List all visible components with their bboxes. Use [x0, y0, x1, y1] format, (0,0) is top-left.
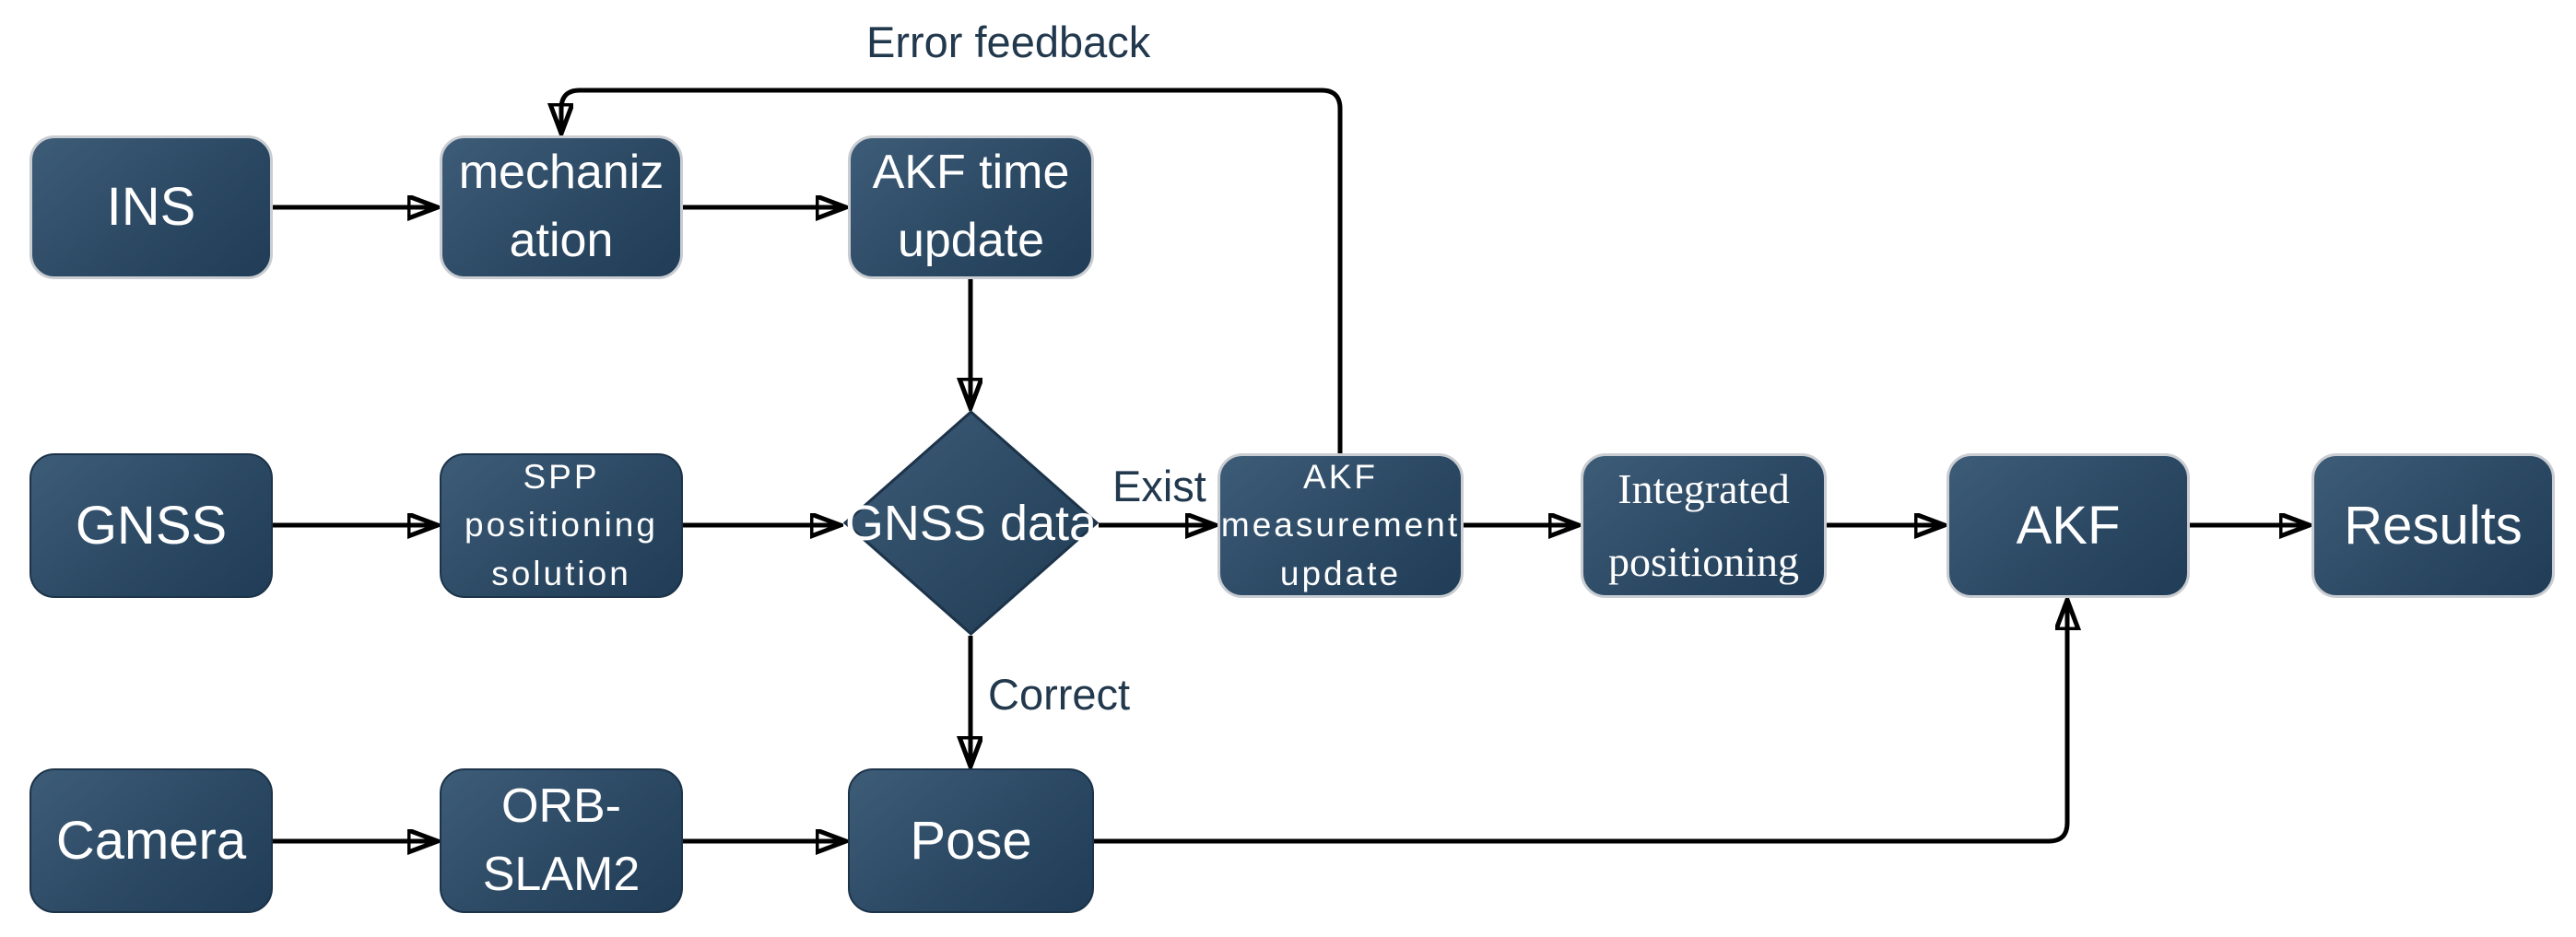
node-spp-positioning-solution: SPP positioning solution	[440, 453, 683, 598]
node-gnss: GNSS	[29, 453, 273, 598]
node-camera: Camera	[29, 768, 273, 913]
node-label: mechaniz ation	[458, 146, 665, 267]
node-pose: Pose	[848, 768, 1094, 913]
node-akf-time-update: AKF time update	[848, 135, 1094, 279]
node-ins: INS	[29, 135, 273, 279]
node-mechanization: mechaniz ation	[440, 135, 683, 279]
node-label: ORB- SLAM2	[482, 779, 641, 901]
edge-label-correct: Correct	[988, 670, 1131, 719]
node-label: Pose	[910, 810, 1032, 871]
node-label: INS	[106, 177, 196, 238]
node-akf: AKF	[1947, 453, 2190, 598]
node-label: GNSS data	[844, 495, 1098, 551]
edge-pose-to-akf	[1094, 603, 2067, 844]
node-akf-measurement-update: AKF measurement update	[1217, 453, 1464, 598]
node-gnss-data-decision: GNSS data	[843, 410, 1099, 636]
node-label: SPP positioning solution	[465, 457, 658, 592]
node-label: AKF	[2016, 495, 2121, 556]
node-label: Camera	[55, 810, 247, 871]
edge-error-feedback	[561, 88, 1343, 453]
node-label: AKF measurement update	[1220, 457, 1461, 592]
node-label: GNSS	[75, 495, 228, 556]
node-results: Results	[2311, 453, 2555, 598]
node-orb-slam2: ORB- SLAM2	[440, 768, 683, 913]
node-label: AKF time update	[872, 146, 1070, 267]
diamond-shape	[843, 410, 1099, 636]
node-integrated-positioning: Integrated positioning	[1581, 453, 1827, 598]
node-label: Results	[2344, 495, 2523, 556]
node-label: Integrated positioning	[1607, 465, 1800, 585]
edge-label-exist: Exist	[1112, 462, 1206, 510]
edge-label-error-feedback: Error feedback	[866, 18, 1151, 66]
